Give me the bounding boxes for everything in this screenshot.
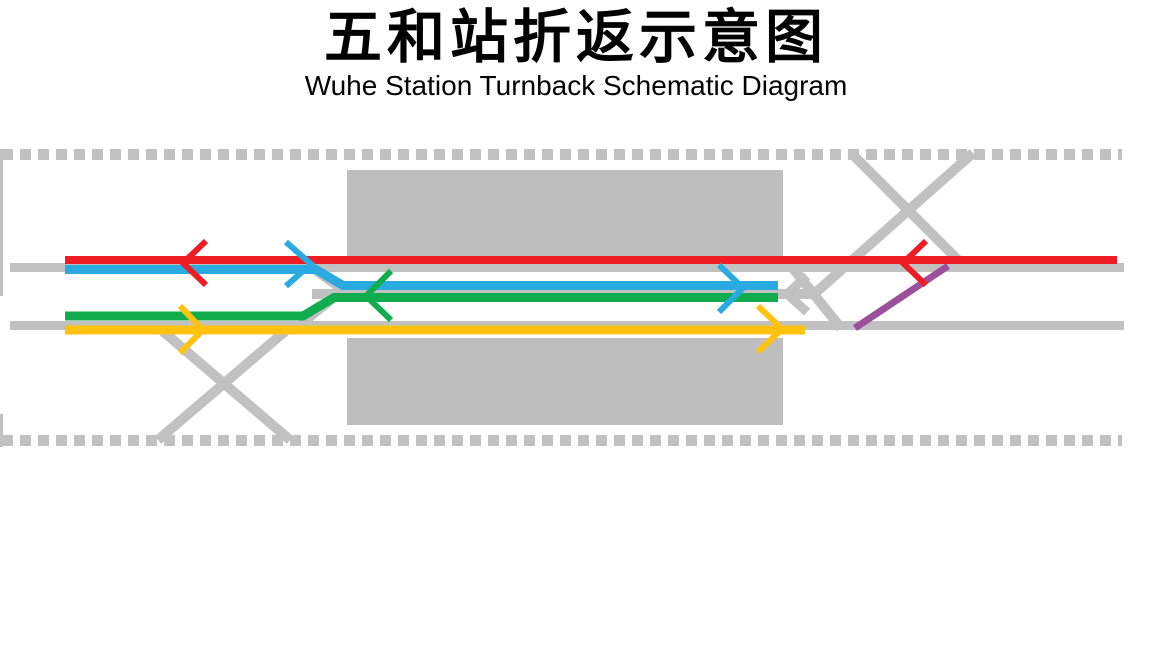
line-green bbox=[65, 293, 778, 321]
page-title-chinese: 五和站折返示意图 bbox=[323, 5, 828, 70]
crossover-right-siding bbox=[847, 149, 962, 264]
arrow-red-right bbox=[898, 238, 929, 288]
platform-bottom bbox=[347, 338, 783, 425]
arrow-gray-pocket bbox=[780, 272, 811, 316]
arrow-red-left bbox=[178, 238, 209, 288]
title-block: 五和站折返示意图 Wuhe Station Turnback Schematic… bbox=[0, 0, 1152, 102]
arrow-yellow-left bbox=[177, 303, 208, 356]
platform-top bbox=[347, 170, 783, 257]
arrow-blue-entry bbox=[284, 239, 316, 289]
line-purple bbox=[853, 263, 950, 331]
arrow-blue-pocket bbox=[716, 262, 748, 315]
crossover-left-b bbox=[154, 323, 294, 444]
page-subtitle-english: Wuhe Station Turnback Schematic Diagram bbox=[304, 70, 848, 101]
crossover-right-up bbox=[809, 149, 977, 299]
arrow-green-pocket bbox=[361, 268, 394, 323]
arrow-yellow-right bbox=[755, 303, 787, 355]
